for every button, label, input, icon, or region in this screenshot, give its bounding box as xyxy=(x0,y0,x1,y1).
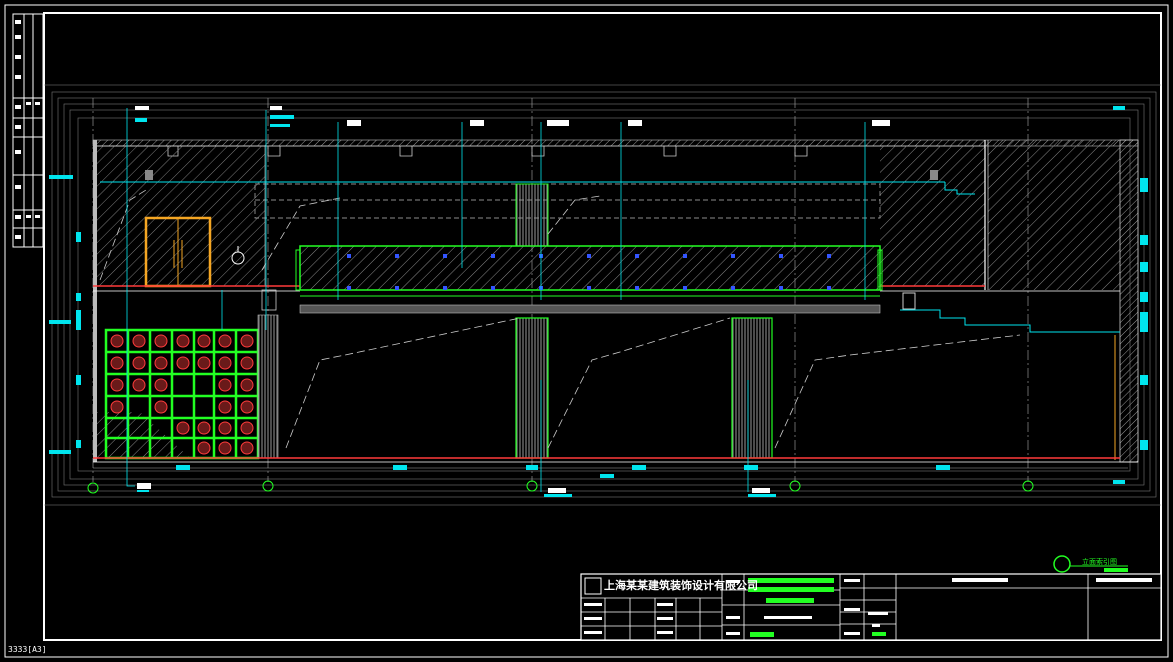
lower-column-2 xyxy=(731,317,773,459)
title-block xyxy=(580,573,1162,641)
revision-strip-marks xyxy=(15,20,40,239)
mezzanine-floor xyxy=(93,285,1120,314)
title-block-company-name: 上海某某建筑装饰设计有限公司 xyxy=(604,579,758,592)
legend-label: 立面索引图 xyxy=(1082,558,1117,566)
left-wall xyxy=(93,140,97,462)
revision-strip xyxy=(12,13,44,248)
annotation-leaders xyxy=(126,108,866,492)
grid-bubbles xyxy=(87,480,1034,494)
soffit-dashed xyxy=(254,183,881,219)
bottom-dimension xyxy=(93,465,1128,478)
upper-floor-left xyxy=(94,145,266,287)
upper-floor-right xyxy=(880,140,1120,290)
lower-column-1 xyxy=(515,317,549,459)
ceiling-trim xyxy=(100,170,975,195)
right-step-profile xyxy=(900,292,1120,460)
wine-shelf xyxy=(97,289,279,460)
wall-fixture xyxy=(231,246,245,265)
bridge-posts xyxy=(347,254,831,290)
bridge-balustrade xyxy=(295,245,883,297)
right-wall xyxy=(1119,139,1139,463)
sheet-size-label: 3333[A3] xyxy=(8,645,47,654)
upper-column xyxy=(515,183,549,247)
stair-diagonals xyxy=(99,189,1021,449)
annotation-tags xyxy=(49,106,1148,497)
section-symbol xyxy=(1053,555,1128,573)
ground-floor xyxy=(93,457,1138,463)
